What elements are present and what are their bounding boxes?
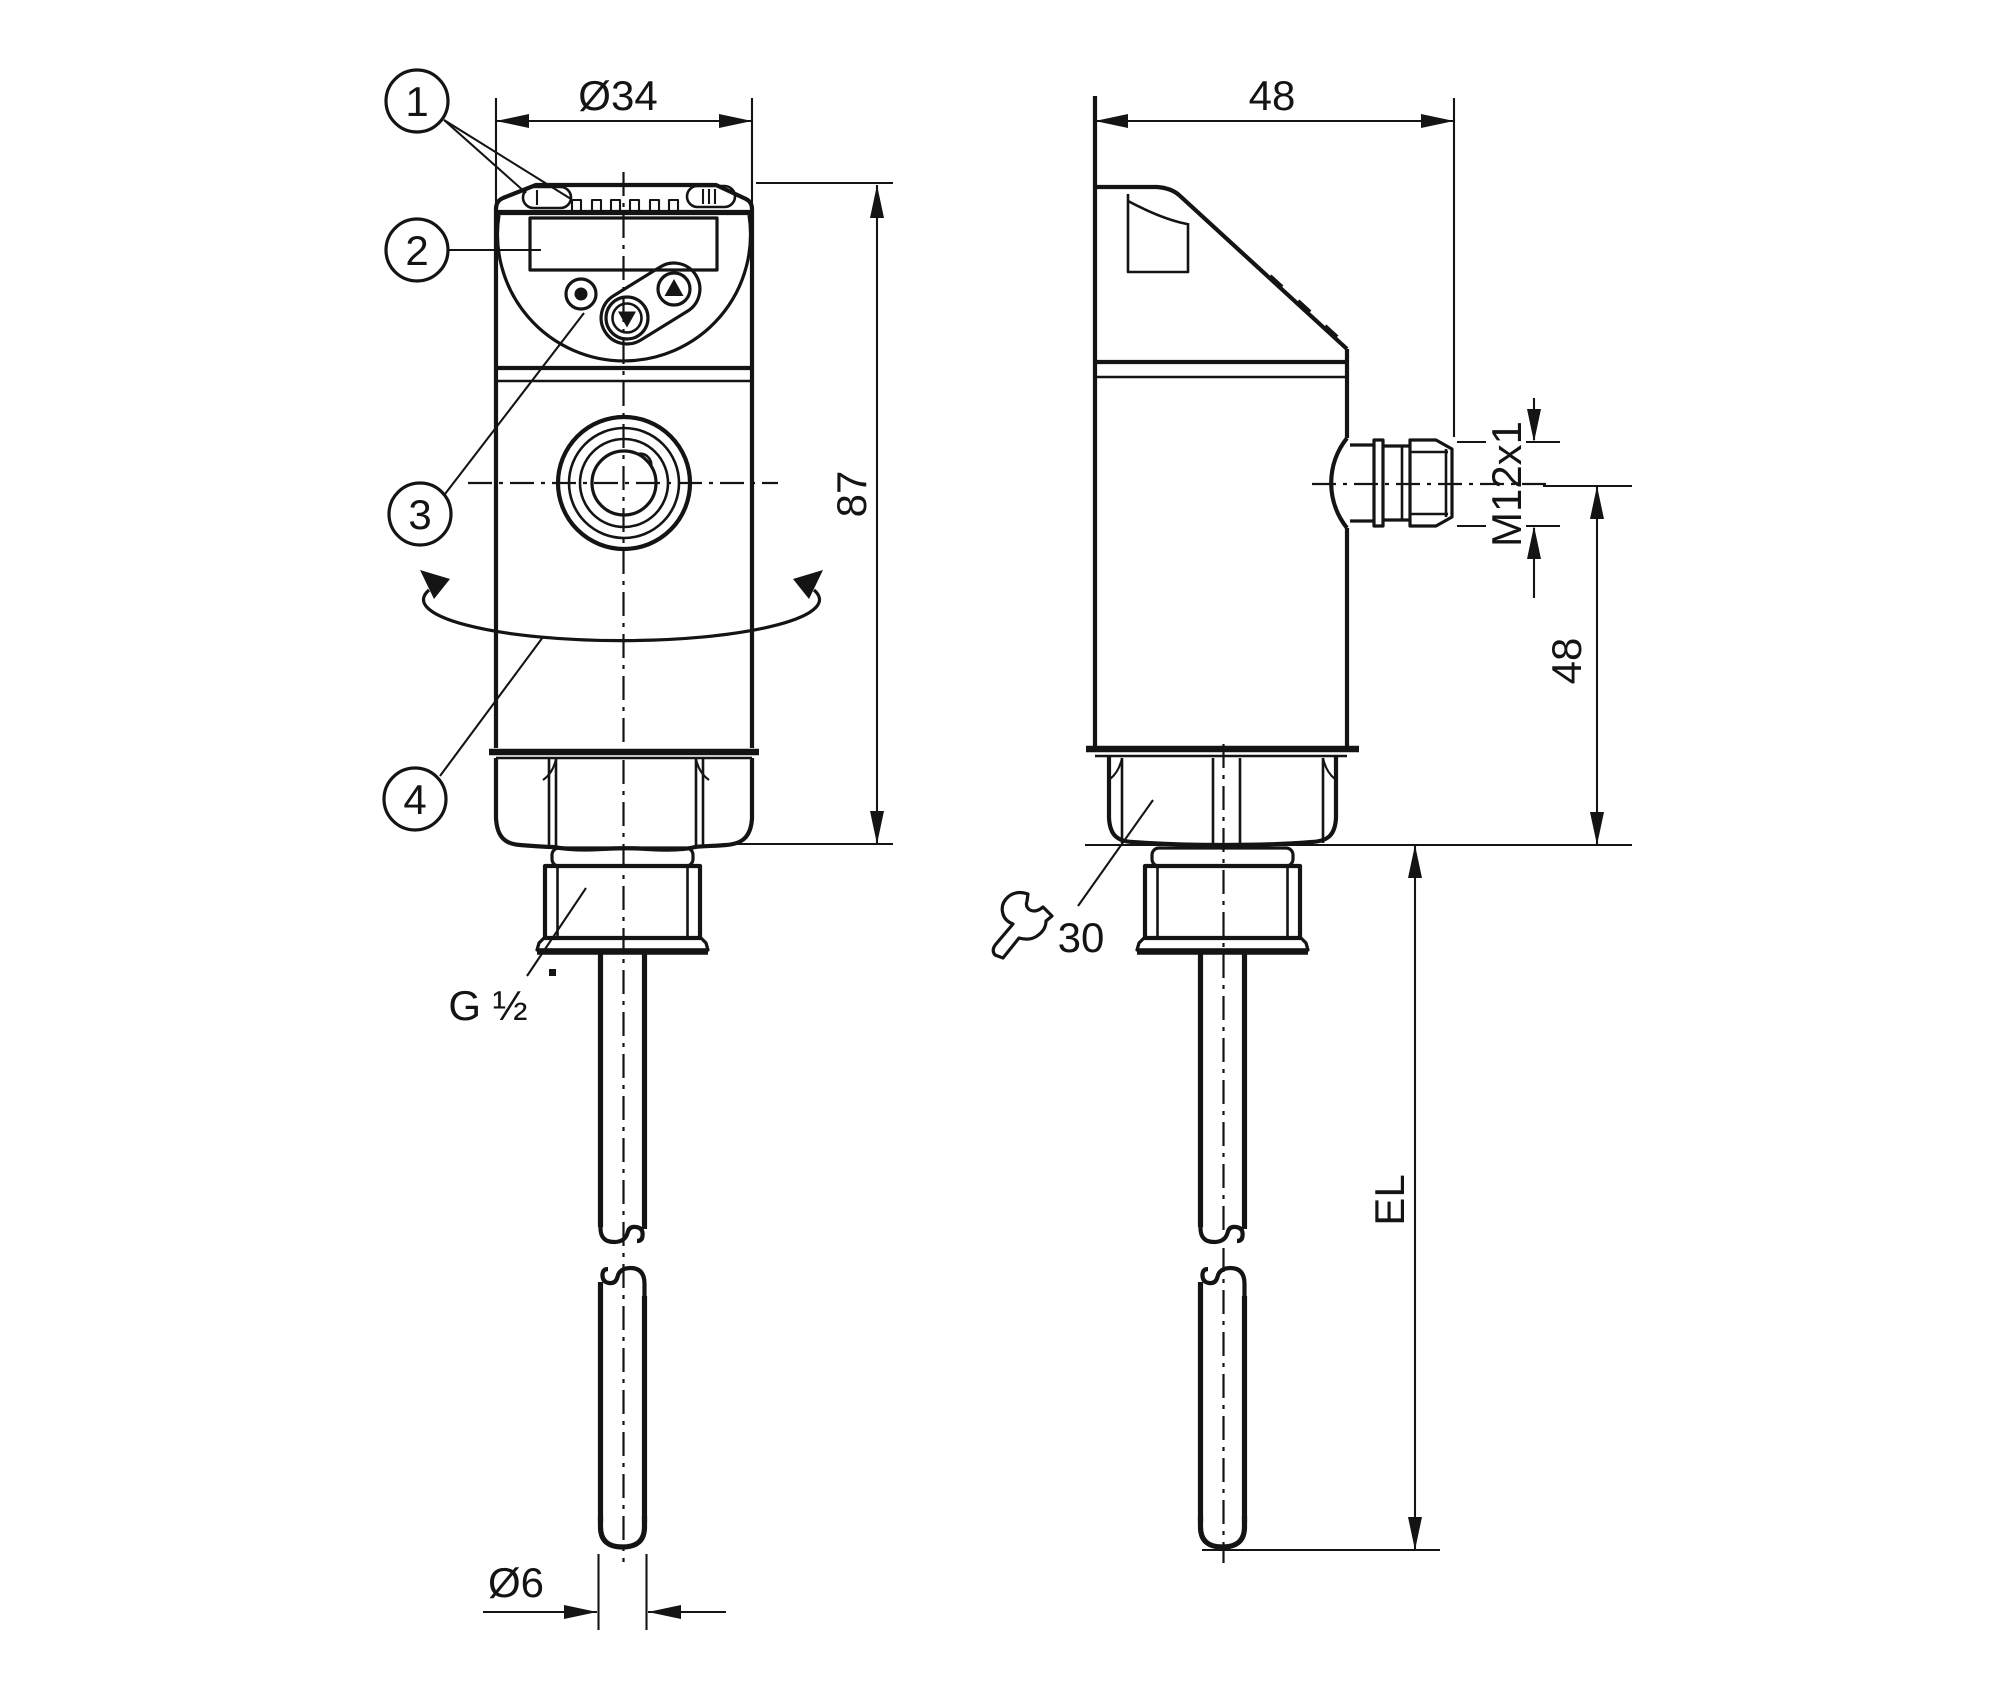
dim-arrow-icon: [1527, 409, 1541, 442]
leader-line: [443, 119, 572, 200]
front-view: [420, 182, 823, 1547]
dim-head-diameter: Ø34: [494, 72, 754, 225]
up-arrow-icon: [664, 279, 684, 296]
m12-connector: [1329, 436, 1454, 530]
rotation-arrow: [420, 570, 823, 643]
dim-connector-axis-height-label: 48: [1543, 638, 1590, 685]
label-process-connection-text: G ½: [448, 982, 527, 1029]
dim-arrow-icon: [1590, 812, 1604, 845]
led-icon: [609, 198, 622, 213]
label-wrench-size-text: 30: [1058, 914, 1105, 961]
dim-arrow-icon: [870, 811, 884, 844]
button-group-outline: [599, 261, 702, 346]
mode-button-dot-icon: [574, 287, 588, 301]
leader-line: [444, 312, 585, 495]
led-icon: [628, 198, 641, 213]
dim-housing-depth: 48: [1095, 72, 1456, 437]
led-icon: [570, 198, 583, 213]
leader-dot-icon: [549, 969, 556, 976]
rotation-arrowhead-right-icon: [793, 570, 823, 599]
latch-slot-right: [685, 184, 737, 209]
wrench-icon: [991, 890, 1054, 960]
side-sloped-top: [1095, 184, 1349, 351]
callout-3-label: 3: [408, 491, 431, 538]
led-row: [570, 198, 680, 213]
dim-insertion-length: EL: [1202, 845, 1440, 1552]
leader-line: [526, 887, 587, 977]
callout-4: 4: [382, 636, 544, 832]
leader-line: [1077, 799, 1154, 907]
led-icon: [590, 198, 603, 213]
dim-probe-diameter: Ø6: [483, 1554, 726, 1630]
dim-arrow-icon: [1408, 1517, 1422, 1550]
dim-arrow-icon: [1408, 845, 1422, 878]
display-window: [528, 216, 719, 272]
led-icon: [667, 198, 680, 213]
leader-line: [439, 636, 544, 777]
down-button-ring: [604, 295, 650, 341]
down-arrow-icon: [618, 311, 636, 328]
slope-marks: [1268, 274, 1339, 339]
callout-2: 2: [384, 217, 541, 283]
dim-arrow-icon: [1590, 486, 1604, 519]
dim-arrow-icon: [648, 1605, 681, 1619]
label-wrench-size: 30: [991, 799, 1154, 961]
dim-arrow-icon: [564, 1605, 597, 1619]
dim-arrow-icon: [870, 185, 884, 218]
callout-3-circle: [387, 481, 453, 547]
callout-2-label: 2: [405, 227, 428, 274]
dim-housing-depth-label: 48: [1249, 72, 1296, 119]
dim-probe-diameter-label: Ø6: [488, 1559, 544, 1606]
callout-1-circle: [384, 68, 450, 134]
led-icon: [648, 198, 661, 213]
dim-arrow-icon: [496, 114, 529, 128]
callout-3: 3: [387, 312, 585, 547]
down-button: [611, 302, 643, 334]
dim-connector-axis-height: 48: [1085, 484, 1632, 847]
face-plate: [495, 214, 753, 363]
callout-2-circle: [384, 217, 450, 283]
callout-1: 1: [384, 68, 572, 200]
dim-arrow-icon: [1095, 114, 1128, 128]
dim-arrow-icon: [719, 114, 752, 128]
latch-slot-left: [521, 185, 573, 210]
dim-connector-thread-label: M12x1: [1483, 421, 1530, 547]
dim-head-diameter-label: Ø34: [578, 72, 657, 119]
dim-arrow-icon: [1527, 526, 1541, 559]
mode-button: [564, 277, 598, 311]
keypad-recess-profile: [1126, 194, 1190, 274]
leader-line: [443, 119, 527, 194]
up-button: [656, 271, 692, 307]
dim-head-height: 87: [723, 181, 893, 846]
rotation-arrowhead-left-icon: [420, 570, 450, 599]
label-process-connection: G ½: [448, 887, 587, 1029]
pushbuttons: [564, 261, 702, 346]
connector-dome: [1329, 436, 1349, 530]
connector-port-front: [555, 414, 693, 552]
connector-nut: [1408, 438, 1454, 528]
side-view: [1086, 96, 1454, 1547]
dim-head-height-label: 87: [828, 471, 875, 518]
dim-insertion-length-label: EL: [1366, 1174, 1413, 1225]
dim-arrow-icon: [1421, 114, 1454, 128]
keying-notch: [637, 452, 653, 468]
callout-1-label: 1: [405, 78, 428, 125]
callout-4-circle: [382, 766, 448, 832]
callout-4-label: 4: [403, 776, 426, 823]
dim-connector-thread: M12x1: [1457, 398, 1560, 598]
